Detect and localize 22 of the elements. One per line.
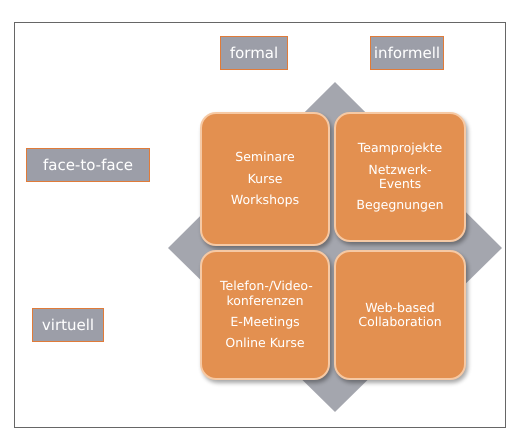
header-box: [370, 36, 444, 70]
item-text: Netzwerk-Events: [367, 162, 433, 192]
header-label: virtuell: [42, 316, 94, 334]
item-text: Workshops: [230, 193, 300, 208]
quadrant-card: [334, 250, 466, 380]
item-text: Kurse: [248, 172, 282, 186]
item-text: Web-based Collaboration: [357, 300, 443, 330]
item-text: Teamprojekte: [358, 141, 442, 156]
quadrant-card: [334, 112, 466, 242]
header-box: [32, 308, 104, 342]
item-text: Telefon-/Video-konferenzen: [220, 279, 310, 308]
header-label: face-to-face: [42, 156, 134, 174]
item-text: Seminare: [235, 150, 295, 165]
item-text: Online Kurse: [225, 336, 305, 351]
quadrant-card: [200, 112, 330, 246]
header-label: formal: [230, 44, 278, 62]
quadrant-card: [200, 250, 330, 380]
header-box: [220, 36, 288, 70]
header-label: informell: [374, 44, 440, 62]
header-box: [26, 148, 150, 182]
item-text: Begegnungen: [356, 198, 444, 213]
item-text: E-Meetings: [230, 315, 300, 330]
